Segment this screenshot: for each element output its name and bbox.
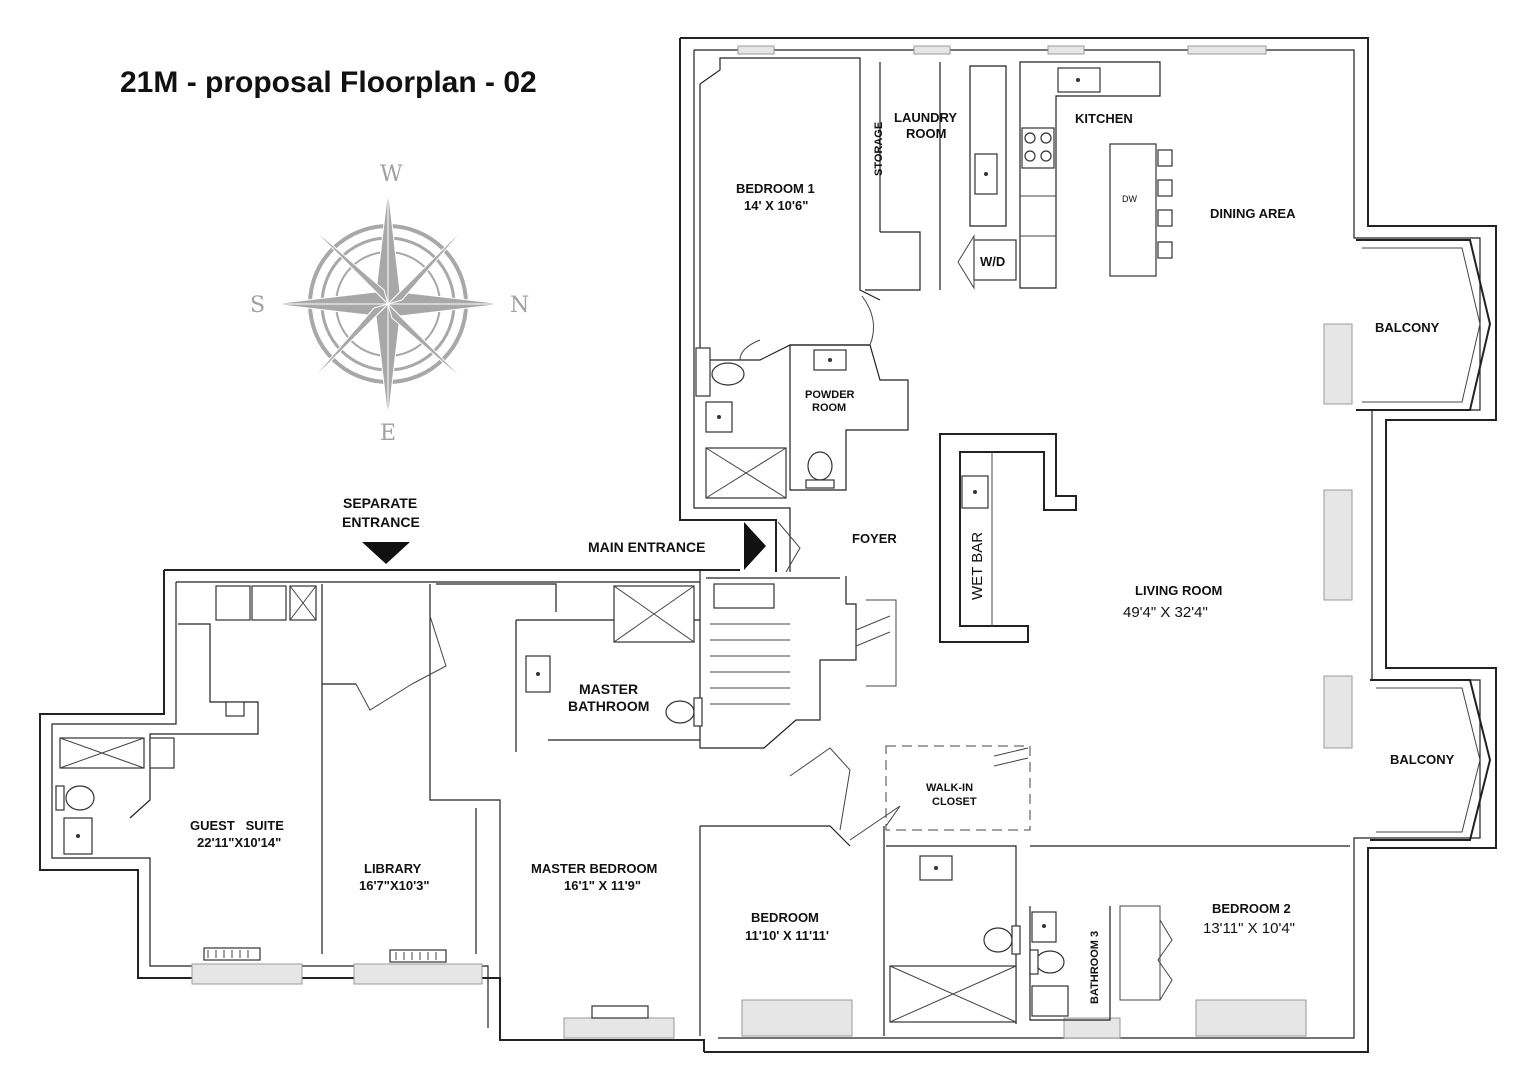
bedroom-dim: 11'10' X 11'11': [745, 928, 829, 943]
separate-entrance-label-1: SEPARATE: [343, 495, 417, 511]
compass-rose-icon: W S N E: [250, 162, 529, 446]
master-bathroom-label-1: MASTER: [579, 681, 638, 697]
master-bedroom-dim: 16'1" X 11'9": [564, 878, 641, 893]
interior-walls: [55, 57, 1350, 1036]
balcony-upper: [1356, 239, 1492, 411]
dw-label: DW: [1122, 194, 1137, 204]
compass-south-label: S: [250, 293, 265, 318]
compass-east-label: E: [380, 421, 396, 446]
master-bathroom-label-2: BATHROOM: [568, 698, 649, 714]
powder-room-label-1: POWDER: [805, 389, 855, 401]
powder-room-label-2: ROOM: [812, 402, 846, 414]
kitchen-label: KITCHEN: [1075, 111, 1133, 126]
balcony-lower: [1370, 679, 1492, 841]
balcony-lower-label: BALCONY: [1390, 752, 1455, 767]
bathroom3-label: BATHROOM 3: [1089, 931, 1101, 1004]
outer-walls: [39, 37, 1497, 1053]
walk-in-closet-label-2: CLOSET: [932, 796, 977, 808]
compass-north-label: N: [510, 293, 529, 318]
laundry-label-2: ROOM: [906, 126, 946, 141]
bedroom2-label: BEDROOM 2: [1212, 901, 1291, 916]
library-dim: 16'7"X10'3": [359, 878, 430, 893]
master-bedroom-label: MASTER BEDROOM: [531, 861, 657, 876]
guest-suite-label: GUEST SUITE: [190, 818, 284, 833]
laundry-label-1: LAUNDRY: [894, 110, 957, 125]
radiators: [203, 947, 649, 1019]
compass-west-label: W: [380, 162, 403, 187]
balcony-upper-label: BALCONY: [1375, 320, 1440, 335]
foyer-label: FOYER: [852, 531, 897, 546]
bedroom1-dim: 14' X 10'6": [744, 198, 808, 213]
library-label: LIBRARY: [364, 861, 422, 876]
separate-entrance-arrow-icon: [362, 542, 410, 564]
walk-in-closet-label-1: WALK-IN: [926, 782, 973, 794]
living-room-dim: 49'4" X 32'4": [1123, 604, 1208, 621]
guest-suite-dim: 22'11"X10'14": [197, 835, 281, 850]
living-room-label: LIVING ROOM: [1135, 583, 1222, 598]
bedroom2-dim: 13'11" X 10'4": [1203, 920, 1295, 937]
storage-label: STORAGE: [873, 122, 885, 176]
separate-entrance-label-2: ENTRANCE: [342, 514, 420, 530]
main-entrance-label: MAIN ENTRANCE: [588, 539, 705, 555]
main-entrance-arrow-icon: [744, 522, 766, 570]
windows: [191, 45, 1353, 1039]
wet-bar-label: WET BAR: [969, 532, 986, 600]
page-title: 21M - proposal Floorplan - 02: [120, 66, 537, 99]
bedroom-label: BEDROOM: [751, 910, 819, 925]
dining-label: DINING AREA: [1210, 206, 1296, 221]
bedroom1-label: BEDROOM 1: [736, 181, 815, 196]
wd-label: W/D: [980, 254, 1005, 269]
